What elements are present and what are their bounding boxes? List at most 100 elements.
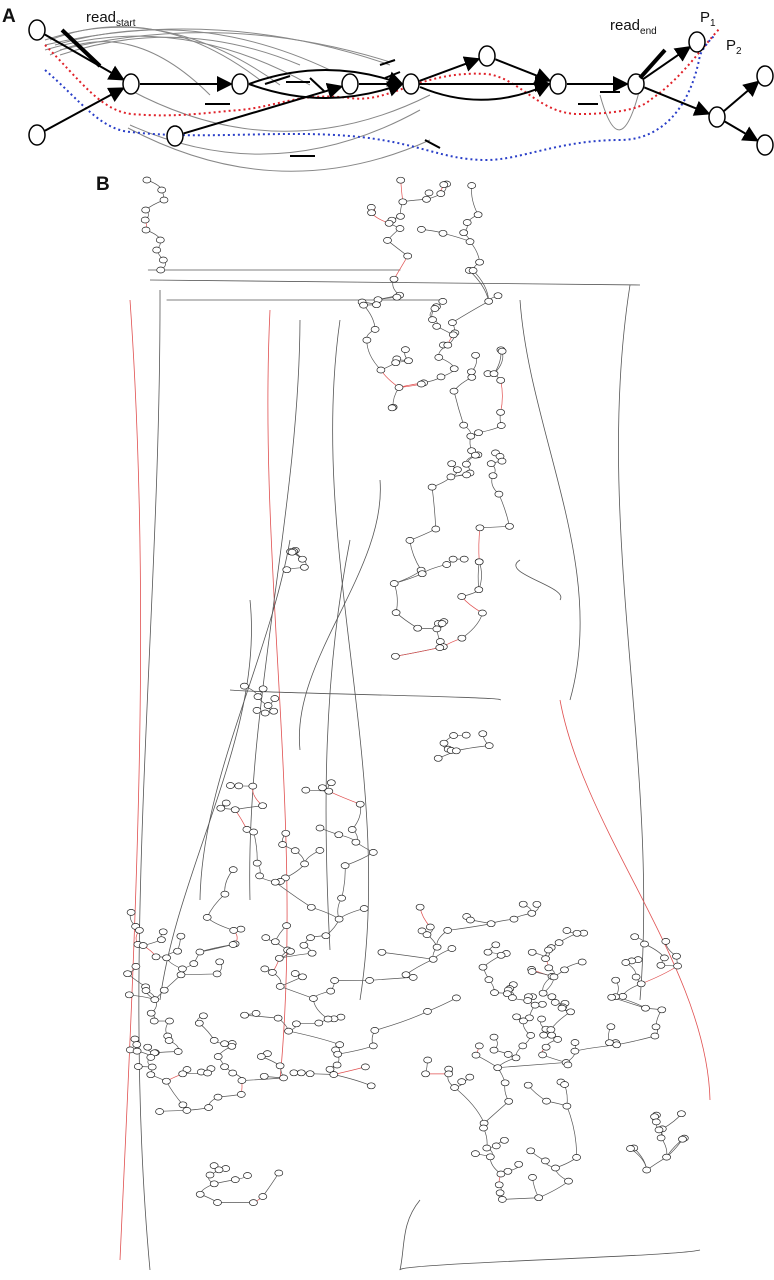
graph-node [512, 1013, 521, 1021]
graph-edge [325, 539, 351, 951]
graph-node [447, 460, 457, 468]
graph-node [474, 558, 484, 566]
graph-node [300, 860, 309, 868]
graph-node [263, 702, 273, 709]
graph-edge [419, 82, 551, 101]
graph-edge [44, 33, 125, 81]
graph-edge [332, 319, 370, 1001]
graph-node [672, 952, 681, 960]
graph-node [478, 730, 488, 738]
graph-node [300, 563, 309, 571]
graph-node [457, 634, 467, 642]
graph-node [157, 186, 167, 194]
graph-node [301, 786, 311, 794]
graph-edge [642, 45, 692, 80]
graph-edge [431, 487, 437, 530]
graph-node [485, 1153, 495, 1161]
graph-node [538, 1051, 547, 1059]
graph-node [214, 1166, 224, 1174]
graph-edge [341, 865, 346, 899]
graph-node [490, 989, 499, 996]
graph-node [488, 472, 498, 480]
graph-node [673, 962, 682, 970]
graph-node [252, 859, 262, 867]
graph-edge [199, 539, 291, 901]
graph-edge [630, 1148, 648, 1171]
graph-edge [643, 86, 711, 116]
graph-node [260, 709, 270, 717]
graph-edge [559, 699, 711, 1101]
graph-node [434, 354, 444, 361]
graph-node [315, 824, 325, 832]
graph-edge [253, 831, 258, 864]
graph-node [523, 997, 533, 1004]
graph-node [422, 931, 432, 938]
graph-node [321, 932, 331, 940]
graph-node [258, 685, 268, 693]
graph-node [255, 872, 264, 880]
graph-edge [515, 559, 562, 601]
graph-node [290, 847, 300, 854]
graph-node [449, 365, 459, 373]
graph-node [547, 993, 557, 1001]
graph-node [273, 1014, 283, 1022]
graph-edge [366, 340, 382, 371]
graph-node [173, 1048, 183, 1055]
graph-node [146, 1071, 156, 1079]
graph-node [465, 1073, 475, 1081]
graph-node [562, 1102, 572, 1110]
graph-node [326, 779, 336, 787]
graph-node [236, 1091, 246, 1098]
graph-node [631, 973, 641, 981]
graph-node [651, 1118, 661, 1126]
graph-node [496, 422, 506, 429]
graph-node [270, 938, 280, 946]
graph-node [370, 1027, 380, 1034]
graph-node [237, 1077, 247, 1084]
graph-node [457, 1078, 467, 1085]
graph-node [493, 292, 503, 300]
graph-edge [498, 493, 510, 527]
read-segment [424, 139, 441, 149]
p1-label: P1 [700, 9, 716, 29]
graph-node [298, 973, 307, 981]
graph-node [124, 991, 134, 999]
graph-node [538, 989, 548, 997]
graph-node [372, 301, 381, 309]
graph-node [577, 958, 587, 966]
graph-node [178, 1070, 188, 1078]
graph-node [431, 525, 441, 533]
graph-node [486, 460, 496, 467]
graph-node [471, 1150, 480, 1157]
graph-node [626, 1145, 635, 1152]
graph-node [258, 802, 267, 810]
graph-node [547, 1031, 556, 1039]
graph-node [162, 954, 171, 962]
graph-edge [493, 351, 504, 374]
graph-node [466, 916, 475, 924]
graph-node [282, 566, 292, 574]
graph-node [570, 1039, 580, 1046]
graph-edge [395, 647, 440, 657]
graph-node [387, 404, 397, 412]
graph-node [475, 524, 485, 532]
graph-node [651, 1023, 661, 1031]
graph-node [157, 936, 166, 944]
graph-node [28, 124, 46, 146]
graph-node [459, 229, 469, 237]
graph-node [270, 878, 280, 886]
graph-edge [311, 907, 340, 920]
graph-node [389, 275, 399, 283]
graph-edge [181, 973, 218, 976]
graph-node [228, 866, 238, 873]
graph-node [176, 932, 186, 940]
graph-node [355, 800, 365, 808]
graph-edge [399, 1199, 421, 1271]
graph-edge [502, 1197, 539, 1200]
graph-node [432, 943, 442, 951]
graph-edge [519, 299, 581, 701]
graph-node [135, 926, 144, 934]
graph-node [423, 1008, 432, 1015]
graph-node [323, 1015, 333, 1023]
read-curve [129, 89, 431, 132]
